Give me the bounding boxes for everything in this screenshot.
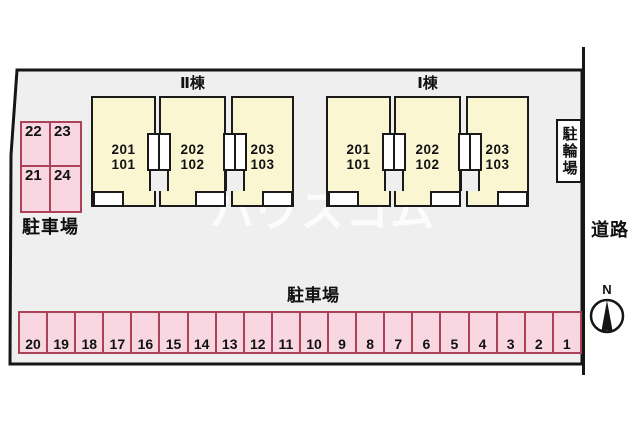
room-lower-number: 101 — [111, 156, 136, 172]
parking-space: 11 — [272, 313, 301, 352]
parking-space: 16 — [132, 313, 161, 352]
parking-space: 2 — [525, 313, 554, 352]
bicycle-parking-box: 駐輪場 — [556, 119, 582, 183]
room-upper-number: 201 — [111, 142, 136, 158]
parking-space: 24 — [51, 167, 80, 211]
room-lower-number: 102 — [180, 156, 205, 172]
parking-space: 9 — [329, 313, 358, 352]
north-label: N — [602, 282, 612, 297]
parking-space: 4 — [469, 313, 498, 352]
room-upper-number: 202 — [180, 142, 205, 158]
parking-space: 22 — [22, 123, 51, 167]
parking-space: 13 — [216, 313, 245, 352]
entrance-porch — [93, 191, 124, 207]
entrance-porch — [195, 191, 226, 207]
entrance-porch — [328, 191, 359, 207]
room-upper-number: 201 — [346, 142, 371, 158]
parking-space: 18 — [76, 313, 105, 352]
parking-space: 7 — [385, 313, 414, 352]
stairwell — [382, 133, 406, 171]
compass-needle-icon — [601, 300, 613, 331]
compass-icon — [589, 298, 625, 334]
building-1: Ⅰ棟 201 101 202 102 203 103 — [326, 76, 529, 210]
building-2: Ⅱ棟 201 101 202 102 203 103 — [91, 76, 294, 210]
stairwell-notch — [149, 171, 169, 191]
room-lower-number: 102 — [415, 156, 440, 172]
stairwell-notch — [460, 171, 480, 191]
room-upper-number: 203 — [250, 142, 275, 158]
building-2-label: Ⅱ棟 — [180, 75, 205, 92]
room-upper-number: 202 — [415, 142, 440, 158]
parking-space: 19 — [48, 313, 77, 352]
stairwell — [223, 133, 247, 171]
bicycle-parking-label: 駐輪場 — [560, 125, 578, 177]
building-1-label: Ⅰ棟 — [417, 75, 438, 92]
parking-space: 21 — [22, 167, 51, 211]
parking-space: 3 — [497, 313, 526, 352]
entrance-porch — [262, 191, 293, 207]
parking-space: 23 — [51, 123, 80, 167]
stairwell-notch — [384, 171, 404, 191]
parking-space: 10 — [300, 313, 330, 352]
parking-space: 14 — [188, 313, 217, 352]
entrance-porch — [497, 191, 528, 207]
stairwell — [458, 133, 482, 171]
parking-block-label: 駐車場 — [22, 217, 79, 237]
room-box: 201 101 — [326, 96, 391, 207]
room-box: 201 101 — [91, 96, 156, 207]
parking-space: 12 — [244, 313, 273, 352]
parking-row: 20 19 18 17 16 15 14 13 12 11 10 9 8 7 6… — [18, 311, 582, 354]
parking-block: 22 23 21 24 — [20, 121, 82, 213]
room-upper-number: 203 — [485, 142, 510, 158]
parking-space: 1 — [553, 313, 580, 352]
room-lower-number: 103 — [485, 156, 510, 172]
road-label: 道路 — [591, 220, 629, 240]
stairwell-notch — [225, 171, 245, 191]
parking-space: 6 — [413, 313, 442, 352]
parking-space: 17 — [104, 313, 133, 352]
stairwell — [147, 133, 171, 171]
parking-row-label: 駐車場 — [287, 286, 340, 305]
parking-space: 8 — [357, 313, 386, 352]
parking-space: 15 — [160, 313, 189, 352]
parking-space: 5 — [441, 313, 470, 352]
entrance-porch — [430, 191, 461, 207]
parking-space: 20 — [20, 313, 49, 352]
room-lower-number: 101 — [346, 156, 371, 172]
room-lower-number: 103 — [250, 156, 275, 172]
